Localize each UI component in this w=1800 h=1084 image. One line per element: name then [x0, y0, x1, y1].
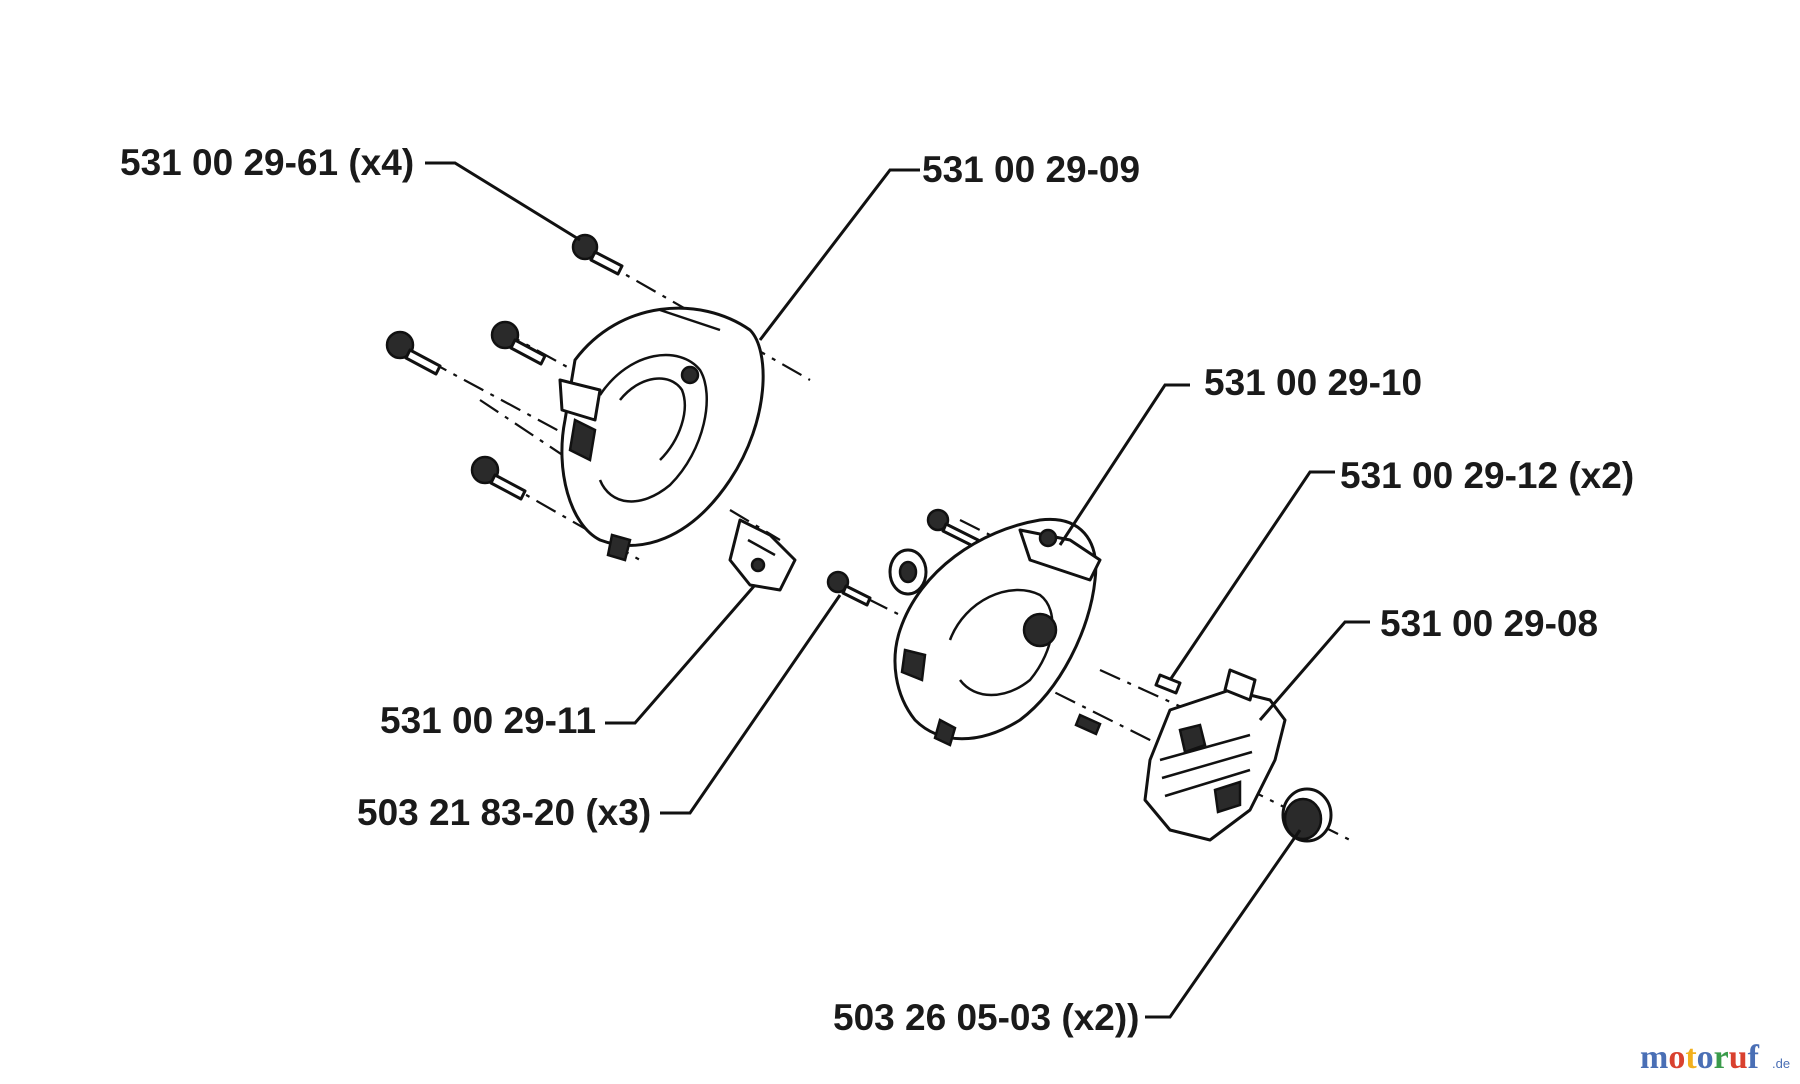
- bracket-part: [728, 518, 797, 592]
- label-pin: 531 00 29-12 (x2): [1340, 455, 1634, 496]
- watermark-logo: motoruf .de: [1640, 1039, 1790, 1076]
- label-housing: 531 00 29-10: [1204, 362, 1422, 403]
- screw-icon: [490, 320, 547, 366]
- housing-part: [893, 517, 1102, 747]
- label-pump: 531 00 29-08: [1380, 603, 1598, 644]
- svg-text:.de: .de: [1772, 1056, 1790, 1071]
- svg-text:motoruf: motoruf: [1640, 1039, 1760, 1076]
- screw-icon: [470, 455, 527, 501]
- screw-icon: [385, 330, 442, 376]
- label-bracket: 531 00 29-11: [380, 700, 596, 741]
- label-cover: 531 00 29-09: [922, 149, 1140, 190]
- washer-icon: [888, 548, 928, 596]
- callout-labels: 531 00 29-61 (x4) 531 00 29-09 531 00 29…: [120, 142, 1634, 1038]
- pump-part: [1143, 668, 1287, 842]
- label-screw-top: 531 00 29-61 (x4): [120, 142, 414, 183]
- label-cap: 503 26 05-03 (x2)): [833, 997, 1139, 1038]
- cover-part: [558, 306, 765, 562]
- pin-part: [1074, 673, 1182, 736]
- screw-icon: [826, 570, 872, 607]
- label-screw-mid: 503 21 83-20 (x3): [357, 792, 651, 833]
- screw-icon: [926, 508, 980, 549]
- cap-part: [1281, 787, 1333, 843]
- screw-icon: [571, 233, 624, 276]
- leader-lines: [425, 161, 1370, 1019]
